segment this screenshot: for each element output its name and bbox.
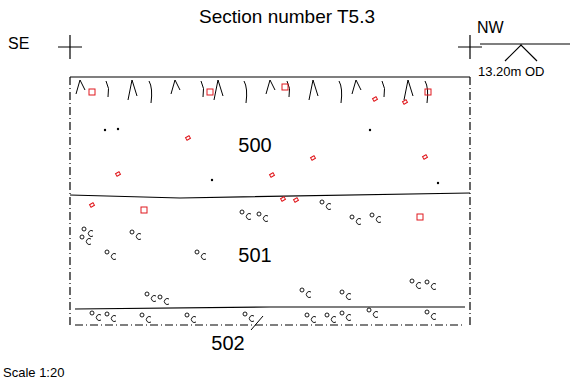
context-number: 500	[236, 135, 273, 155]
survey-cross	[458, 35, 482, 59]
stones	[80, 200, 436, 323]
red-inclusions	[89, 84, 431, 220]
leader-line	[251, 316, 263, 330]
section-edge	[70, 77, 470, 325]
direction-label: SE	[8, 36, 29, 52]
section-title: Section number T5.3	[199, 7, 375, 26]
roots	[76, 80, 428, 103]
specks	[104, 128, 439, 184]
section-lines	[58, 35, 570, 330]
level-label: 13.20m OD	[478, 65, 544, 78]
survey-cross	[58, 35, 82, 59]
context-number: 501	[236, 245, 273, 265]
level-marker	[480, 44, 570, 61]
ground-surface	[70, 76, 470, 77]
context-number: 502	[209, 333, 246, 353]
direction-label: NW	[477, 20, 504, 36]
layer-boundary	[70, 193, 470, 198]
layer-boundary	[75, 307, 465, 309]
scale-note: Scale 1:20	[3, 366, 64, 379]
